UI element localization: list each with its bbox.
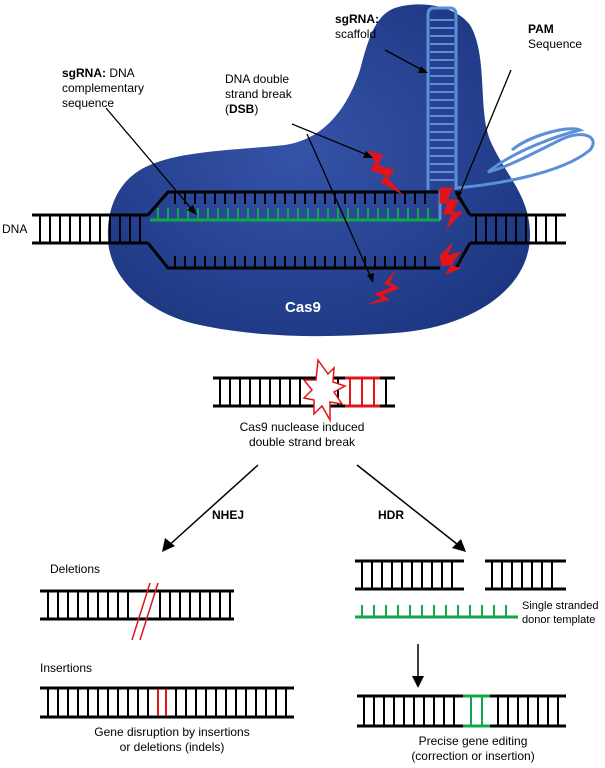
donor-template-label: Single stranded donor template xyxy=(522,599,598,627)
sgrna-guide-strand xyxy=(150,190,442,222)
dsb-caption-line1: Cas9 nuclease induced xyxy=(239,420,365,434)
target-dna-duplex xyxy=(32,190,566,270)
donor-template-line1: Single stranded xyxy=(522,600,599,612)
pam-bold: PAM xyxy=(528,22,554,36)
top-pointer-arrowheads xyxy=(187,66,462,283)
precise-editing-line2: (correction or insertion) xyxy=(411,749,535,763)
dna-label-text: DNA xyxy=(2,222,28,236)
top-pointer-arrows xyxy=(105,49,512,281)
hdr-broken-dna xyxy=(355,559,566,591)
dsb-bold: DSB xyxy=(229,102,255,116)
sgrna-complementary-label: sgRNA: DNA complementary sequence xyxy=(62,66,144,111)
dsb-caption: Cas9 nuclease induced double strand brea… xyxy=(222,420,382,450)
insertions-label: Insertions xyxy=(40,661,93,675)
dsb-close: ) xyxy=(254,102,259,116)
pam-label: PAM Sequence xyxy=(528,22,582,52)
sgrna-scaffold-structure xyxy=(426,6,595,190)
cas9-label: Cas9 xyxy=(285,299,321,316)
repaired-dna xyxy=(357,694,566,728)
sgrna-complementary-line3: sequence xyxy=(62,96,115,110)
dna-cut-sites xyxy=(439,187,464,276)
pathway-arrowheads xyxy=(162,538,466,688)
hdr-label: HDR xyxy=(378,508,404,523)
gene-disruption-caption: Gene disruption by insertions or deletio… xyxy=(72,725,272,755)
sgrna-complementary-line2: complementary xyxy=(62,81,145,95)
dna-label: DNA xyxy=(2,222,27,237)
dsb-bolt-upper xyxy=(368,150,403,195)
dsb-dna xyxy=(213,357,395,423)
hdr-text: HDR xyxy=(378,508,404,522)
donor-template-line2: donor template xyxy=(522,614,596,626)
insertion-dna xyxy=(40,686,294,719)
deletions-label: Deletions xyxy=(50,562,101,576)
gene-disruption-line1: Gene disruption by insertions xyxy=(94,725,250,739)
nhej-text: NHEJ xyxy=(212,508,245,522)
pam-text: Sequence xyxy=(528,37,583,51)
sgrna-complementary-line1: DNA xyxy=(106,66,135,80)
gene-disruption-line2: or deletions (indels) xyxy=(119,740,225,754)
precise-editing-caption: Precise gene editing (correction or inse… xyxy=(378,734,568,764)
sgrna-complementary-bold: sgRNA: xyxy=(62,66,106,80)
dsb-line2: strand break xyxy=(225,87,292,101)
cas9-protein-shape xyxy=(107,4,531,337)
deletion-dna xyxy=(40,582,234,641)
pathway-arrows xyxy=(165,464,463,680)
dsb-starburst xyxy=(302,357,347,423)
sgrna-scaffold-bold: sgRNA: xyxy=(335,12,379,26)
dsb-caption-line2: double strand break xyxy=(248,435,356,449)
dsb-open: ( xyxy=(225,102,229,116)
sgrna-scaffold-label: sgRNA: scaffold xyxy=(335,12,379,42)
dsb-line1: DNA double xyxy=(225,72,290,86)
nhej-label: NHEJ xyxy=(212,508,244,523)
dsb-lightning-bolts xyxy=(366,150,403,305)
dsb-label: DNA double strand break (DSB) xyxy=(225,72,292,117)
dsb-bolt-lower xyxy=(366,270,400,305)
donor-template xyxy=(355,605,518,619)
precise-editing-line1: Precise gene editing xyxy=(418,734,528,748)
sgrna-scaffold-text: scaffold xyxy=(335,27,377,41)
